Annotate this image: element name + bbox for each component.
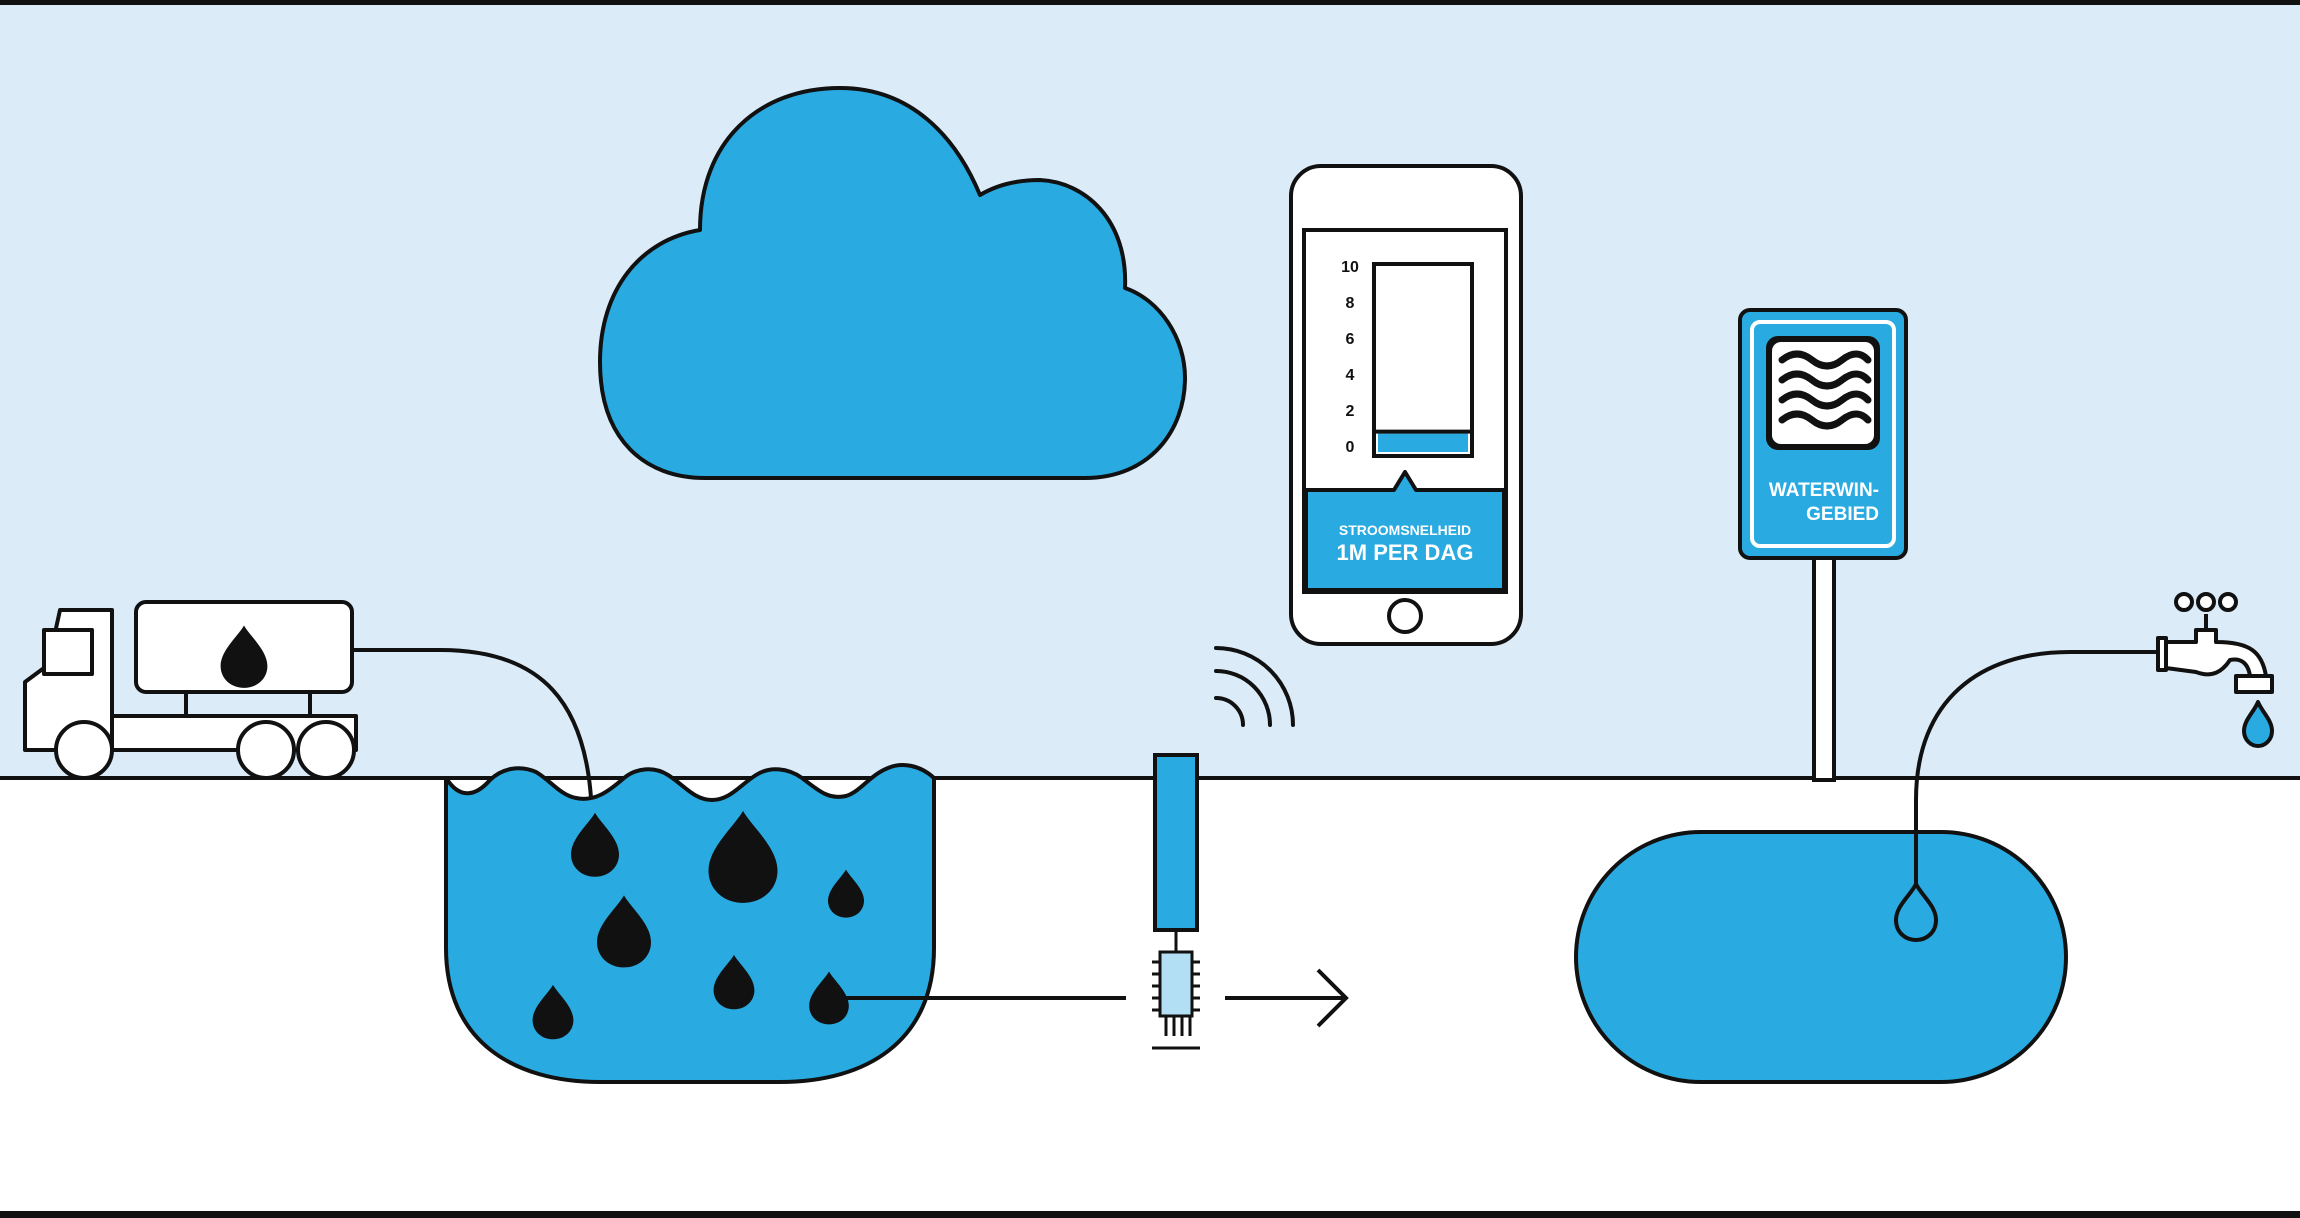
cloud-icon <box>598 86 1187 480</box>
groundwater-tank <box>1574 830 2068 1084</box>
tank-drop-outline <box>1893 879 1939 943</box>
gauge-frame <box>1372 262 1474 458</box>
gauge-level-fill <box>1378 433 1468 452</box>
flow-gauge: 10 8 6 4 2 0 <box>1341 259 1474 458</box>
gauge-tick-label: 2 <box>1346 403 1355 420</box>
water-abstraction-sign: WATERWIN- GEBIED <box>1738 308 1908 782</box>
truck-hose <box>352 648 594 821</box>
sign-label-line2: GEBIED <box>1806 504 1879 525</box>
water-waves-icon <box>1778 350 1872 430</box>
faucet-icon <box>2156 592 2274 748</box>
tanker-truck-icon <box>23 600 358 780</box>
flow-arrow-icon <box>1225 968 1349 1028</box>
gauge-ticks: 10 8 6 4 2 0 <box>1341 259 1359 456</box>
gauge-tick-label: 4 <box>1346 367 1355 384</box>
gauge-tick-label: 6 <box>1346 331 1355 348</box>
bottom-border <box>0 1211 2300 1218</box>
top-border <box>0 0 2300 5</box>
tap-pipe <box>1914 650 2160 890</box>
water-drop-icon <box>2242 700 2274 748</box>
gauge-tick-label: 10 <box>1341 259 1359 276</box>
sign-post <box>1812 554 1836 782</box>
flow-caption-label: STROOMSNELHEID <box>1339 522 1471 538</box>
gauge-tick-label: 0 <box>1346 439 1355 456</box>
flow-caption-value: 1M PER DAG <box>1337 540 1474 565</box>
sign-label-line1: WATERWIN- <box>1769 480 1879 501</box>
phone-caption-panel <box>1304 470 1506 592</box>
sensor-probe-icon <box>1152 753 1200 1050</box>
gauge-tick-label: 8 <box>1346 295 1355 312</box>
reservoir <box>444 763 936 1084</box>
wifi-signal-icon <box>1214 646 1295 727</box>
